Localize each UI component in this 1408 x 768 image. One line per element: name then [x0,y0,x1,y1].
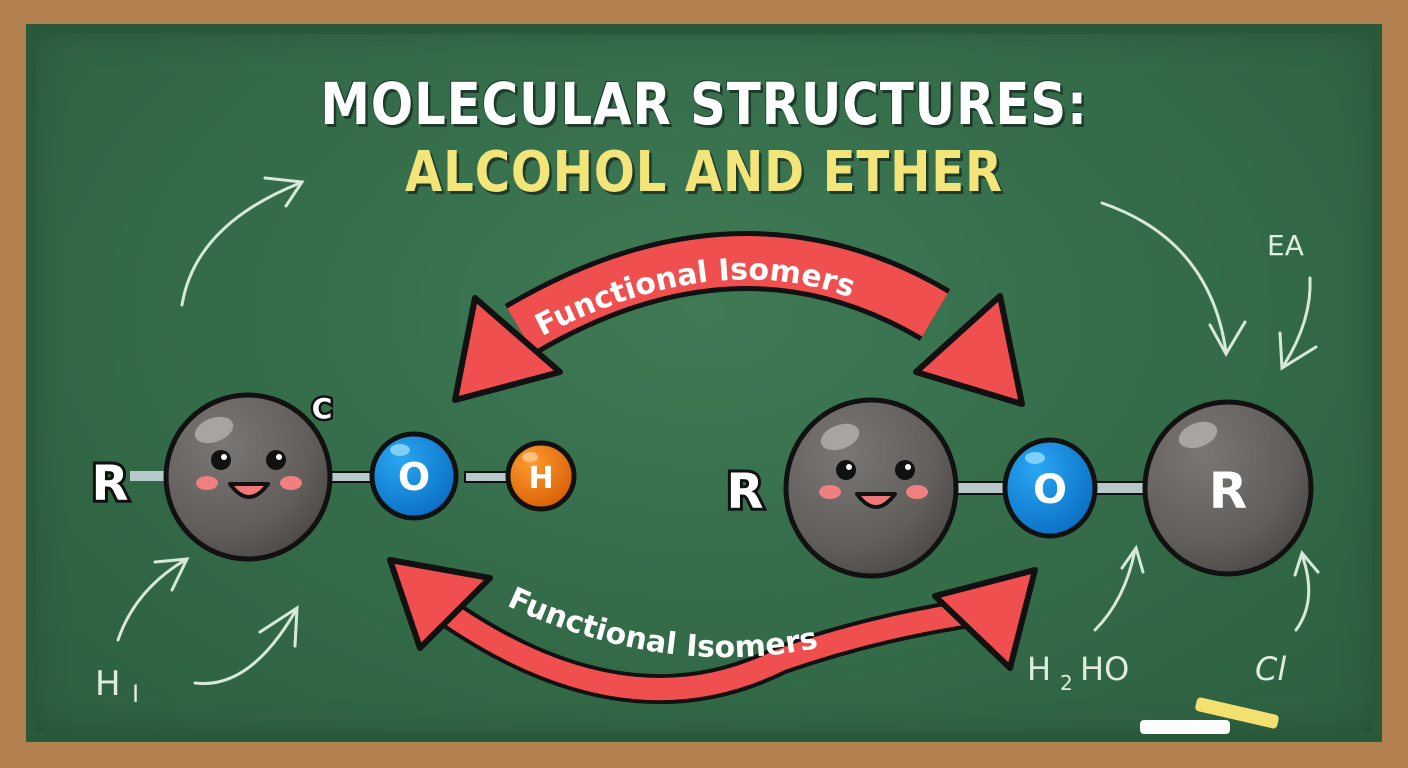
ether-carbon-atom [783,397,959,579]
alcohol-oxygen-atom [369,431,459,521]
ether-carbon-smile [855,492,897,509]
chalk-arrow-top-right-1 [1100,201,1247,358]
chalk-arrow-top-right-2 [1278,276,1318,371]
title-line-1: MOLECULAR STRUCTURES: [320,70,1088,138]
chalk-arrow-bottom-left-1 [116,557,190,642]
chalk-note-h2ho-2: 2 [1060,671,1073,695]
white-chalk-piece [1140,720,1230,734]
ether-r-left-label: R [727,464,764,520]
chalk-arrow-bottom-left-2 [193,605,299,686]
chalk-note-h: H [95,664,121,704]
chalk-note-cl: Cl [1255,650,1286,688]
alcohol-hydrogen-label: H [528,461,553,496]
bottom-isomer-arrow [387,557,1038,705]
bond-r-c [130,471,175,481]
alcohol-oxygen-label: O [398,455,430,499]
alcohol-carbon-label: C [312,392,333,425]
yellow-chalk-piece [1195,697,1279,729]
ether-molecule: R O R [724,397,1314,579]
ether-r-right-label: R [1209,462,1248,520]
bond-c-o-ether [954,481,1006,495]
chalk-arrow-bottom-right-1 [1093,544,1145,632]
title-line-2: ALCOHOL AND ETHER [405,140,1003,205]
alcohol-r-label: R [92,456,129,512]
ether-oxygen-label: O [1033,467,1067,513]
bond-o-r-ether [1094,481,1151,495]
bond-o-h [464,471,511,483]
chalkboard [26,24,1382,742]
alcohol-carbon-atom [163,392,333,562]
carbon-smile [228,482,270,499]
alcohol-molecule: R C O H [89,390,577,562]
chalk-note-ea: EA [1267,229,1304,262]
chalk-note-h2ho-h: H [1027,650,1051,688]
chalk-arrow-bottom-right-2 [1293,549,1320,632]
top-isomer-arrow [452,231,1025,407]
chalk-note-i: I [132,680,139,708]
ether-oxygen-atom [1002,437,1098,539]
chalk-arrow-top-left [180,176,305,307]
chalk-note-h2ho-tail: HO [1080,650,1129,688]
